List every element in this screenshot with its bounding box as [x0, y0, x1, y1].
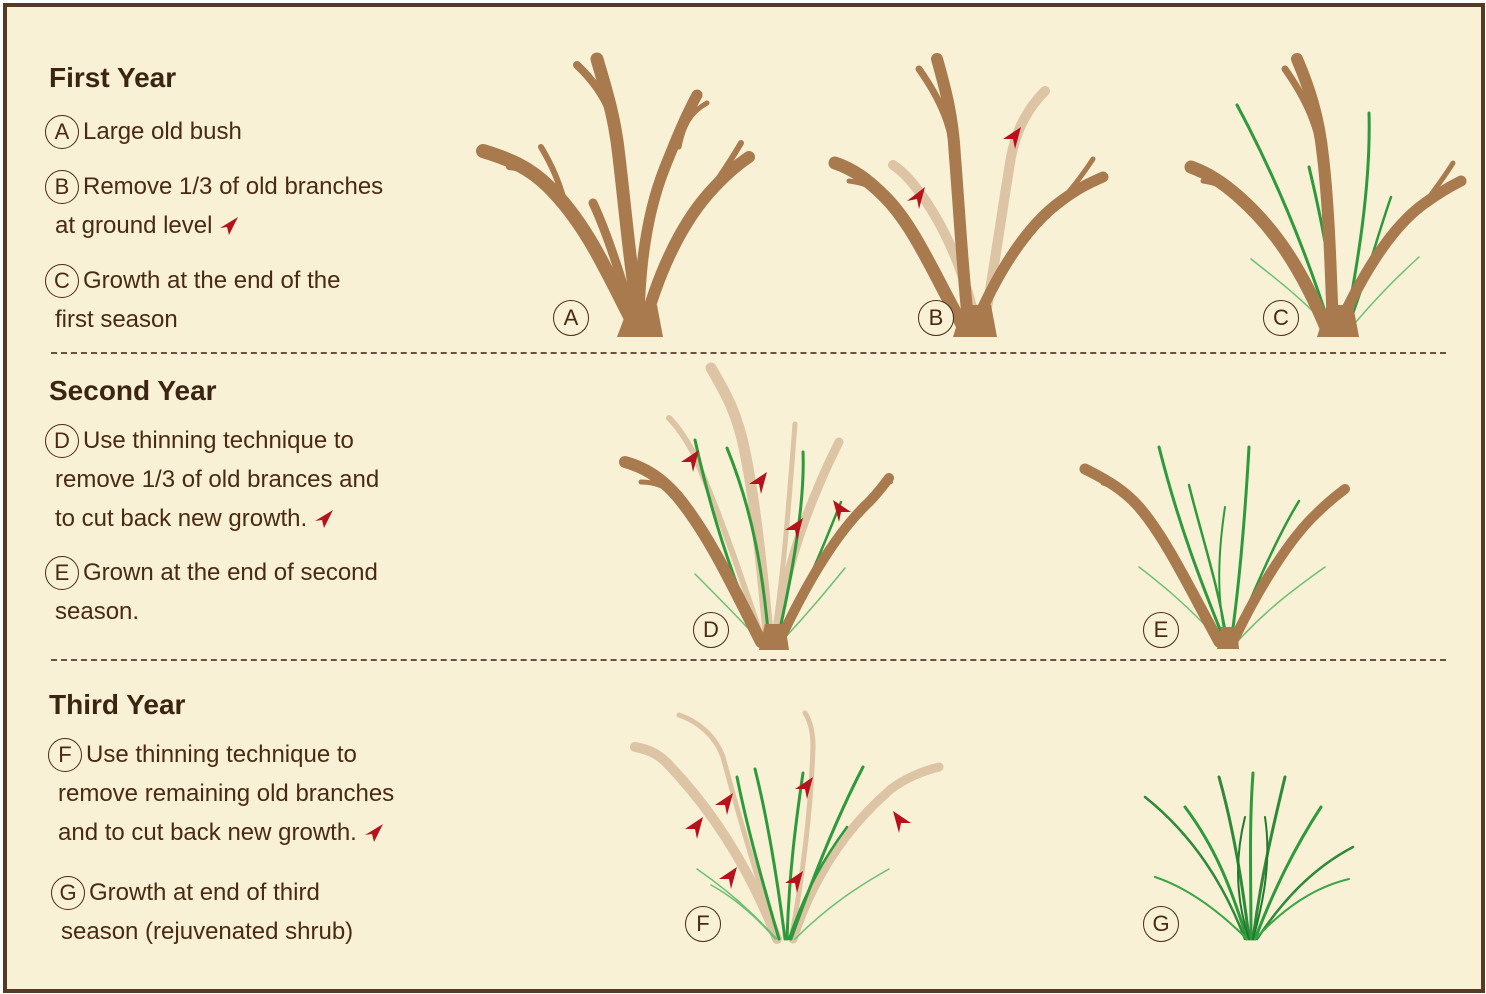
step-text: season. [55, 598, 140, 625]
section-title-first-year: First Year [49, 62, 177, 93]
shrub-illustration-e [1079, 445, 1350, 649]
step-text: Growth at the end of the [83, 267, 341, 294]
section-divider [51, 659, 1446, 661]
section-divider [51, 352, 1446, 354]
step-letter-badge: B [45, 169, 79, 204]
step-text: first season [55, 306, 178, 333]
illustration-label-c: C [1263, 300, 1299, 336]
red-arrowhead-icon [315, 509, 334, 528]
step-letter-badge: C [45, 263, 79, 298]
section-title-third-year: Third Year [49, 689, 186, 720]
shrub-illustration-f [630, 710, 944, 944]
step-letter-badge: G [51, 875, 85, 910]
shrub-illustration-c [1184, 53, 1467, 337]
illustration-label-d: D [693, 612, 729, 648]
step-text: remove remaining old branches [58, 780, 395, 807]
step-text: Large old bush [83, 118, 242, 145]
shrub-illustration-b [828, 53, 1109, 337]
step-letter-badge: D [45, 423, 79, 458]
step-letter-badge: F [48, 737, 82, 772]
step-text: Growth at end of third [89, 879, 320, 906]
step-text: and to cut back new growth. [58, 819, 357, 846]
illustration-label-g: G [1143, 906, 1179, 942]
step-text: Remove 1/3 of old branches [83, 173, 384, 200]
step-letter-badge: A [45, 114, 79, 149]
step-text: to cut back new growth. [55, 505, 308, 532]
shrub-illustration-a [476, 52, 755, 337]
shrub-illustration-d [619, 362, 894, 650]
step-text: Grown at the end of second [83, 559, 378, 586]
section-title-second-year: Second Year [49, 375, 217, 406]
shrub-illustration-g [1143, 771, 1355, 941]
red-arrowhead-icon [364, 823, 383, 842]
step-text: at ground level [55, 212, 213, 239]
step-text: season (rejuvenated shrub) [61, 918, 354, 945]
step-letter-badge: E [45, 555, 79, 590]
illustration-label-e: E [1143, 612, 1179, 648]
red-arrowhead-icon [220, 216, 239, 235]
step-text: Use thinning technique to [86, 741, 357, 768]
step-text: Use thinning technique to [83, 427, 354, 454]
step-text: remove 1/3 of old brances and [55, 466, 380, 493]
illustration-label-a: A [553, 300, 589, 336]
illustration-label-b: B [918, 300, 954, 336]
illustration-label-f: F [685, 906, 721, 942]
